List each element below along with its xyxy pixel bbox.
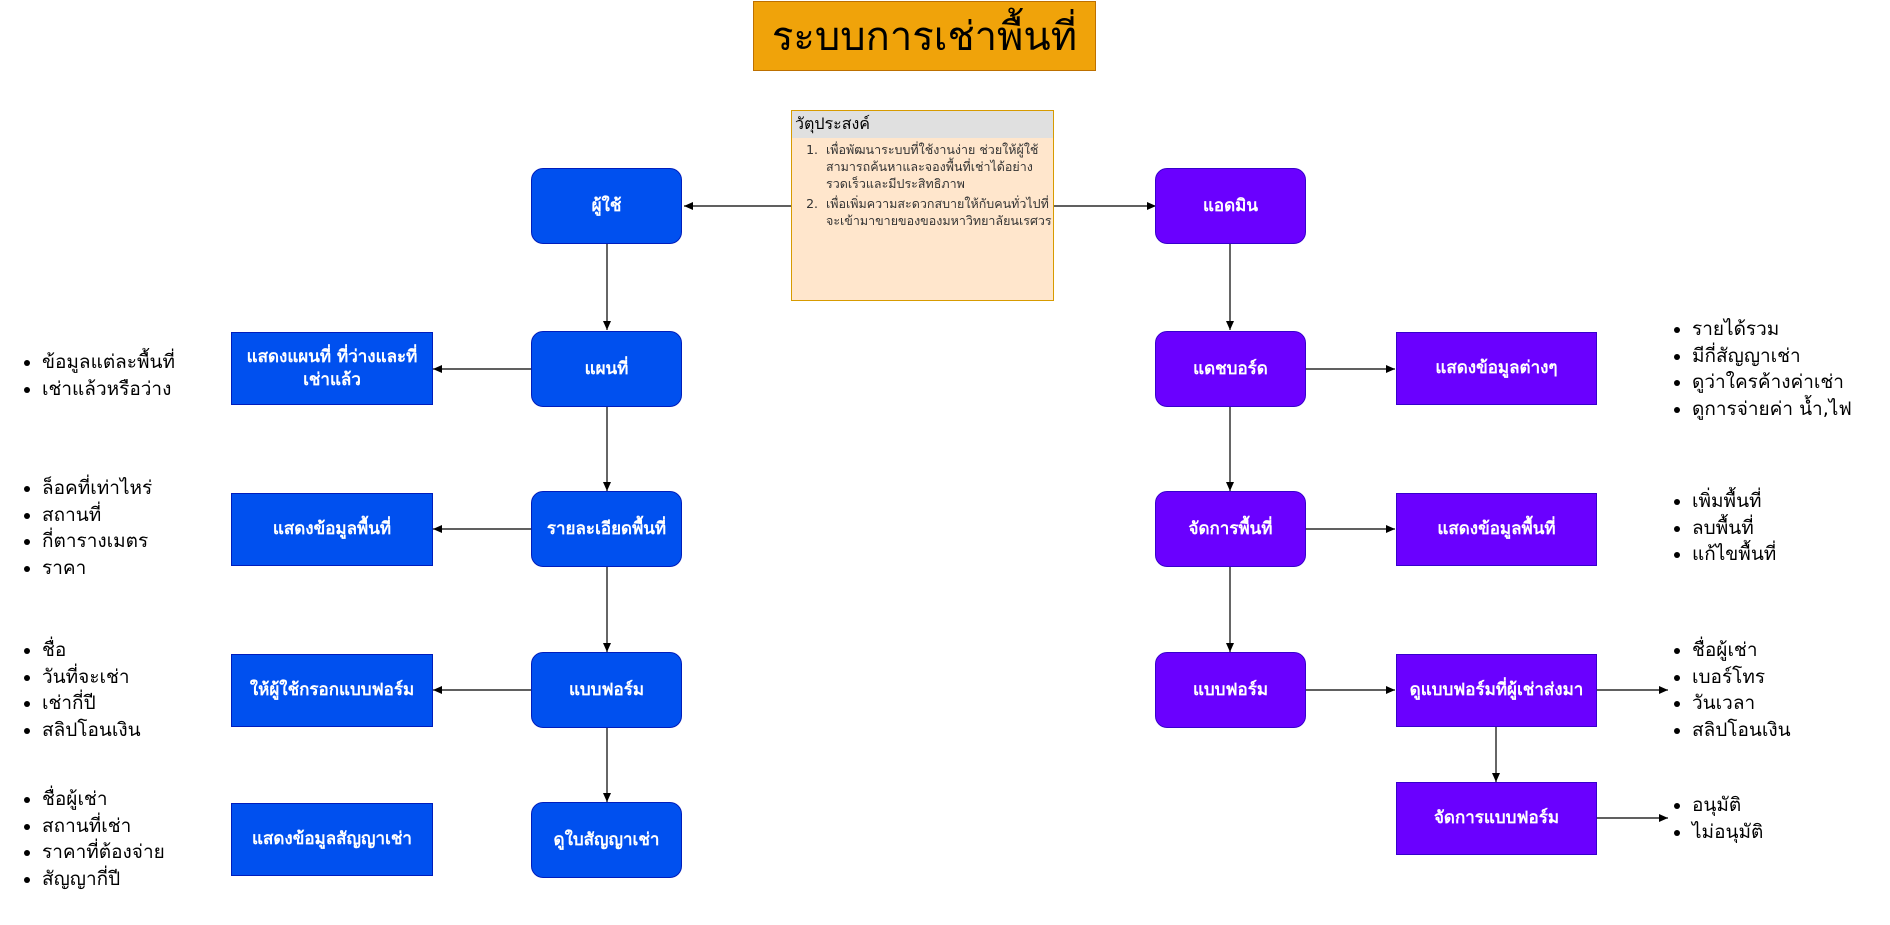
admin-form-node[interactable]: แบบฟอร์ม [1155, 652, 1306, 728]
list-item: เบอร์โทร [1692, 664, 1791, 691]
submitted-form-fields-list: ชื่อผู้เช่า เบอร์โทร วันเวลา สลิปโอนเงิน [1664, 637, 1791, 743]
list-item: เช่าแล้วหรือว่าง [42, 376, 175, 403]
list-item: ราคา [42, 555, 152, 582]
list-item: วันที่จะเช่า [42, 664, 141, 691]
manage-area-node[interactable]: จัดการพื้นที่ [1155, 491, 1306, 567]
fill-form-box[interactable]: ให้ผู้ใช้กรอกแบบฟอร์ม [231, 654, 433, 727]
list-item: อนุมัติ [1692, 792, 1763, 819]
list-item: มีกี่สัญญาเช่า [1692, 343, 1852, 370]
show-contract-info-box[interactable]: แสดงข้อมูลสัญญาเช่า [231, 803, 433, 876]
approval-options-list: อนุมัติ ไม่อนุมัติ [1664, 792, 1763, 845]
list-item: แก้ไขพื้นที่ [1692, 541, 1776, 568]
list-item: ชื่อผู้เช่า [42, 786, 165, 813]
list-item: ชื่อผู้เช่า [1692, 637, 1791, 664]
objective-heading: วัตุประสงค์ [792, 111, 1053, 138]
objective-note: วัตุประสงค์ เพื่อพัฒนาระบบที่ใช้งานง่าย … [791, 110, 1054, 301]
list-item: ราคาที่ต้องจ่าย [42, 839, 165, 866]
list-item: ดูการจ่ายค่า น้ำ,ไฟ [1692, 396, 1852, 423]
map-node[interactable]: แผนที่ [531, 331, 682, 407]
admin-node[interactable]: แอดมิน [1155, 168, 1306, 244]
area-detail-node[interactable]: รายละเอียดพื้นที่ [531, 491, 682, 567]
dashboard-details-list: รายได้รวม มีกี่สัญญาเช่า ดูว่าใครค้างค่า… [1664, 316, 1852, 422]
dashboard-node[interactable]: แดชบอร์ด [1155, 331, 1306, 407]
show-map-box[interactable]: แสดงแผนที่ ที่ว่างและที่เช่าแล้ว [231, 332, 433, 405]
area-details-list: ล็อคที่เท่าไหร่ สถานที่ กี่ตารางเมตร ราค… [14, 475, 152, 581]
objective-item: เพื่อเพิ่มความสะดวกสบายให้กับคนทั่วไปที่… [822, 196, 1053, 230]
objective-list: เพื่อพัฒนาระบบที่ใช้งานง่าย ช่วยให้ผู้ใช… [792, 142, 1053, 229]
list-item: สัญญากี่ปี [42, 866, 165, 893]
map-details-list: ข้อมูลแต่ละพื้นที่ เช่าแล้วหรือว่าง [14, 349, 175, 402]
list-item: สลิปโอนเงิน [42, 717, 141, 744]
view-submitted-forms-box[interactable]: ดูแบบฟอร์มที่ผู้เช่าส่งมา [1396, 654, 1597, 727]
user-form-node[interactable]: แบบฟอร์ม [531, 652, 682, 728]
list-item: ไม่อนุมัติ [1692, 819, 1763, 846]
list-item: เช่ากี่ปี [42, 690, 141, 717]
manage-area-list: เพิ่มพื้นที่ ลบพื้นที่ แก้ไขพื้นที่ [1664, 488, 1776, 568]
list-item: วันเวลา [1692, 690, 1791, 717]
list-item: ลบพื้นที่ [1692, 515, 1776, 542]
list-item: ดูว่าใครค้างค่าเช่า [1692, 369, 1852, 396]
view-contract-node[interactable]: ดูใบสัญญาเช่า [531, 802, 682, 878]
objective-item: เพื่อพัฒนาระบบที่ใช้งานง่าย ช่วยให้ผู้ใช… [822, 142, 1053, 193]
list-item: กี่ตารางเมตร [42, 528, 152, 555]
show-area-info-box[interactable]: แสดงข้อมูลพื้นที่ [231, 493, 433, 566]
list-item: สถานที่เช่า [42, 813, 165, 840]
user-node[interactable]: ผู้ใช้ [531, 168, 682, 244]
list-item: ข้อมูลแต่ละพื้นที่ [42, 349, 175, 376]
contract-info-list: ชื่อผู้เช่า สถานที่เช่า ราคาที่ต้องจ่าย … [14, 786, 165, 892]
manage-forms-box[interactable]: จัดการแบบฟอร์ม [1396, 782, 1597, 855]
list-item: ล็อคที่เท่าไหร่ [42, 475, 152, 502]
form-fields-list: ชื่อ วันที่จะเช่า เช่ากี่ปี สลิปโอนเงิน [14, 637, 141, 743]
page-title: ระบบการเช่าพื้นที่ [753, 1, 1096, 71]
list-item: สลิปโอนเงิน [1692, 717, 1791, 744]
admin-area-info-box[interactable]: แสดงข้อมูลพื้นที่ [1396, 493, 1597, 566]
list-item: เพิ่มพื้นที่ [1692, 488, 1776, 515]
list-item: ชื่อ [42, 637, 141, 664]
show-various-info-box[interactable]: แสดงข้อมูลต่างๆ [1396, 332, 1597, 405]
list-item: รายได้รวม [1692, 316, 1852, 343]
list-item: สถานที่ [42, 502, 152, 529]
